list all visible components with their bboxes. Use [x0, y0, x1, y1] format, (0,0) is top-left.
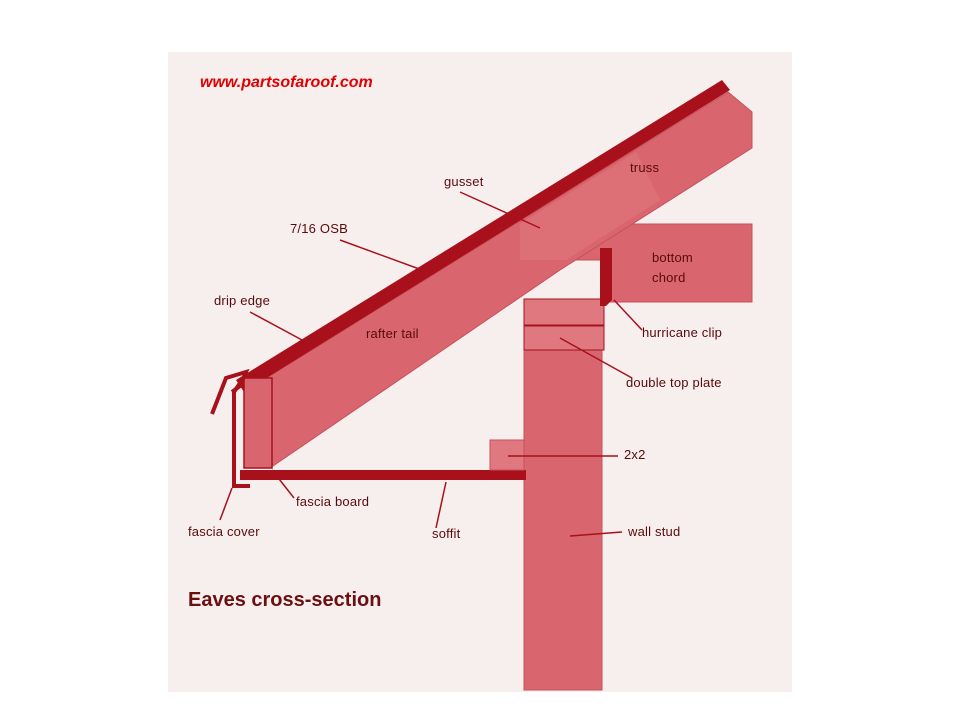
label-osb: 7/16 OSB [290, 221, 348, 236]
diagram-caption: Eaves cross-section [188, 589, 382, 611]
hurricane-clip [600, 248, 612, 306]
two-by-two-block [489, 439, 525, 471]
leader-wall-stud [569, 531, 623, 537]
leader-drip-edge [249, 311, 303, 341]
label-double-top-plate: double top plate [626, 375, 722, 390]
fascia-cover [232, 378, 250, 488]
gusset-plate [520, 152, 660, 260]
fascia-board [243, 377, 273, 469]
leader-soffit [435, 481, 447, 529]
label-hurricane-clip: hurricane clip [642, 325, 723, 340]
leader-hurricane-clip [613, 299, 643, 331]
double-top-plate-lower [523, 325, 605, 351]
label-gusset: gusset [444, 174, 484, 189]
label-wall-stud: wall stud [628, 524, 681, 539]
label-truss: truss [630, 160, 660, 175]
source-url: www.partsofaroof.com [200, 74, 373, 91]
label-fascia-board: fascia board [296, 494, 370, 509]
soffit-board [240, 470, 526, 480]
leader-fascia-cover [219, 487, 233, 521]
leader-fascia-board [271, 469, 295, 499]
osb-sheathing [236, 80, 730, 392]
leader-gusset [459, 191, 541, 229]
leader-double-top-plate [559, 337, 633, 379]
label-drip-edge: drip edge [214, 293, 271, 308]
label-rafter-tail: rafter tail [366, 326, 419, 341]
label-bottom-chord: bottom chord [652, 250, 693, 285]
leader-osb [339, 239, 423, 271]
wall-stud [523, 345, 603, 691]
double-top-plate-upper [523, 298, 605, 326]
label-soffit: soffit [432, 526, 461, 541]
label-fascia-cover: fascia cover [188, 524, 260, 539]
label-2x2: 2x2 [624, 447, 646, 462]
